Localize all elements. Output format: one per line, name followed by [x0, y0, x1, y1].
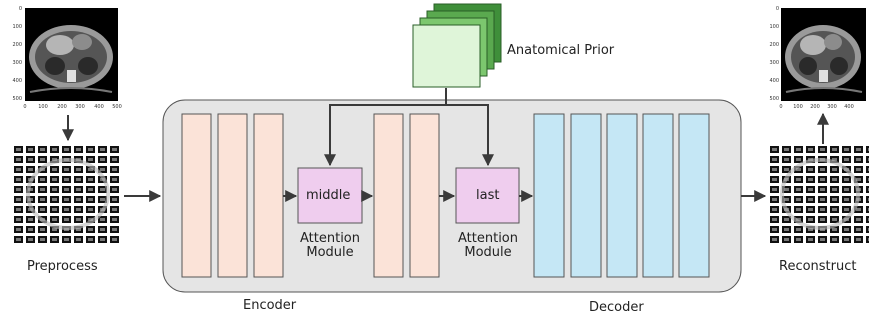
anatomical-prior-stack: [412, 3, 502, 88]
x-tick: 100: [793, 104, 803, 110]
y-tick: 300: [12, 60, 22, 66]
x-tick: 200: [57, 104, 67, 110]
prior-connector: [324, 88, 447, 167]
output-ct-y-axis: 0 100 200 300 400 500: [769, 6, 779, 102]
encoder-block: [409, 113, 440, 278]
input-ct-y-axis: 0 100 200 300 400 500: [12, 6, 22, 102]
last-module-label: last: [476, 188, 500, 203]
encoder-block: [217, 113, 248, 278]
last-attention-caption: Attention Module: [450, 232, 526, 260]
input-patch-grid: [14, 146, 122, 246]
attention-caption-line: Attention: [458, 231, 518, 246]
x-tick: 0: [23, 104, 26, 110]
input-ct-x-axis: 0 100 200 300 400 500: [23, 104, 121, 110]
anatomical-prior-label: Anatomical Prior: [507, 43, 615, 58]
decoder-blocks: [533, 113, 710, 278]
y-tick: 500: [769, 96, 779, 102]
preprocess-label: Preprocess: [27, 259, 98, 274]
middle-module-label: middle: [306, 188, 351, 203]
y-tick: 200: [769, 42, 779, 48]
encoder-block: [181, 113, 212, 278]
x-tick: 300: [827, 104, 837, 110]
x-tick: 500: [112, 104, 122, 110]
attention-caption-line: Module: [464, 245, 512, 260]
output-ct-image: [781, 8, 866, 101]
decoder-block: [533, 113, 565, 278]
x-tick: 400: [844, 104, 854, 110]
decoder-label: Decoder: [589, 300, 644, 315]
encoder-blocks: [181, 113, 440, 278]
last-attention-module: [455, 167, 520, 224]
encoder-block: [373, 113, 404, 278]
middle-attention-module: [297, 167, 363, 224]
output-ct-x-axis: 0 100 200 300 400: [779, 104, 853, 110]
x-tick: 200: [810, 104, 820, 110]
flow-arrows: [62, 88, 829, 202]
y-tick: 200: [12, 42, 22, 48]
y-tick: 100: [769, 24, 779, 30]
decoder-block: [642, 113, 674, 278]
decoder-block: [570, 113, 602, 278]
attention-caption-line: Module: [306, 245, 354, 260]
y-tick: 400: [12, 78, 22, 84]
x-tick: 300: [75, 104, 85, 110]
x-tick: 0: [779, 104, 782, 110]
y-tick: 500: [12, 96, 22, 102]
reconstruct-label: Reconstruct: [779, 259, 857, 274]
decoder-block: [678, 113, 710, 278]
middle-attention-caption: Attention Module: [292, 232, 368, 260]
y-tick: 100: [12, 24, 22, 30]
x-tick: 100: [38, 104, 48, 110]
attention-caption-line: Attention: [300, 231, 360, 246]
y-tick: 0: [776, 6, 779, 12]
y-tick: 400: [769, 78, 779, 84]
prior-connector: [446, 104, 494, 167]
input-ct-image: [25, 8, 118, 101]
x-tick: 400: [94, 104, 104, 110]
output-patch-grid: [770, 146, 869, 246]
encoder-label: Encoder: [243, 298, 297, 313]
y-tick: 0: [19, 6, 22, 12]
y-tick: 300: [769, 60, 779, 66]
encoder-block: [253, 113, 284, 278]
decoder-block: [606, 113, 638, 278]
